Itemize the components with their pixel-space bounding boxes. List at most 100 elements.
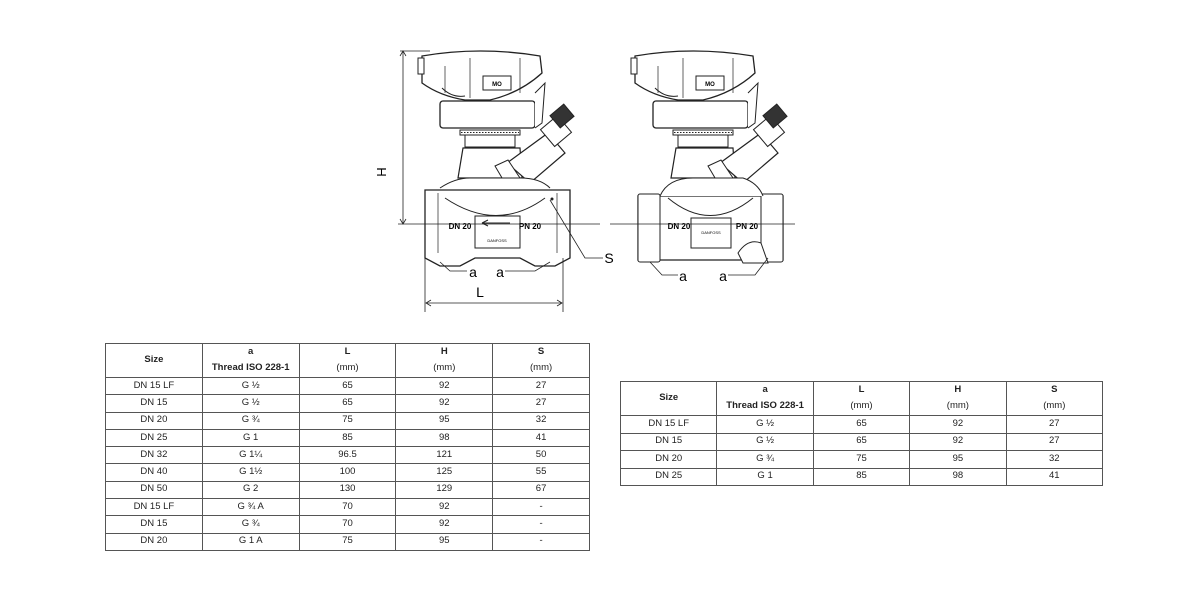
table-cell: G ¾ xyxy=(201,411,300,430)
table-cell: DN 50 xyxy=(105,480,203,500)
table-cell: 92 xyxy=(909,432,1007,451)
header-label: L xyxy=(344,346,351,358)
table-cell: G 1½ xyxy=(201,463,300,482)
table-cell: DN 32 xyxy=(105,446,203,465)
table-cell: 27 xyxy=(492,376,590,396)
table-cell: 75 xyxy=(298,532,397,551)
table-cell: 70 xyxy=(298,515,397,534)
header-label: a xyxy=(762,384,768,396)
column-header: Size xyxy=(105,343,203,378)
table-cell: G 1 A xyxy=(201,532,300,551)
dimension-lines-right xyxy=(610,223,795,276)
thread-a-label: a xyxy=(469,264,477,280)
table-cell: 85 xyxy=(812,467,911,486)
svg-text:DANFOSS: DANFOSS xyxy=(487,238,507,243)
table-cell: DN 25 xyxy=(105,428,203,448)
table-cell: 100 xyxy=(298,463,397,482)
table-cell: DN 20 xyxy=(619,450,718,469)
header-unit: (mm) xyxy=(850,400,873,411)
table-cell: DN 15 xyxy=(105,394,203,413)
table-cell: G 2 xyxy=(201,480,300,500)
table-cell: 92 xyxy=(395,515,494,534)
thread-a-label: a xyxy=(719,268,727,284)
table-cell: 95 xyxy=(395,411,494,430)
table-cell: - xyxy=(492,532,590,551)
table-cell: 27 xyxy=(1005,415,1104,434)
column-header: Size xyxy=(619,381,718,416)
thread-a-label: a xyxy=(679,268,687,284)
table-cell: DN 20 xyxy=(105,411,203,430)
header-unit: (mm) xyxy=(530,362,553,373)
table-cell: G ½ xyxy=(201,376,300,396)
header-label: S xyxy=(537,346,545,358)
dn-label: DN 20 xyxy=(449,222,472,231)
table-cell: 125 xyxy=(395,463,494,482)
table-cell: 75 xyxy=(812,450,911,469)
header-label: H xyxy=(954,384,962,396)
table-cell: 98 xyxy=(395,428,494,448)
table-cell: 121 xyxy=(395,446,494,465)
table-cell: 92 xyxy=(909,415,1007,434)
table-cell: G ½ xyxy=(716,432,814,451)
column-header: S(mm) xyxy=(1005,381,1104,416)
left-valve-view: DANFOSS DN 20 PN 20 xyxy=(417,50,575,267)
table-cell: G ½ xyxy=(716,415,814,434)
table-cell: - xyxy=(492,515,590,534)
table-cell: 95 xyxy=(395,532,494,551)
header-label: Size xyxy=(144,354,164,366)
right-valve-view: DANFOSS DN 20 PN 20 xyxy=(630,50,788,264)
table-cell: DN 15 LF xyxy=(105,376,203,396)
header-label: a xyxy=(248,346,254,358)
header-unit: Thread ISO 228-1 xyxy=(211,362,290,373)
column-header: H (mm) xyxy=(909,381,1007,416)
header-label: L xyxy=(858,384,865,396)
dim-l-label: L xyxy=(476,284,484,300)
table-cell: 50 xyxy=(492,446,590,465)
table-cell: G 1¼ xyxy=(201,446,300,465)
table-cell: 129 xyxy=(395,480,494,500)
table-cell: 27 xyxy=(492,394,590,413)
key-s-label: S xyxy=(604,250,613,266)
header-unit: (mm) xyxy=(1043,400,1066,411)
column-header: L (mm) xyxy=(812,381,911,416)
table-cell: DN 15 LF xyxy=(105,498,203,517)
svg-text:DANFOSS: DANFOSS xyxy=(701,230,721,235)
table-cell: G ½ xyxy=(201,394,300,413)
table-cell: DN 20 xyxy=(105,532,203,551)
table-cell: 85 xyxy=(298,428,397,448)
header-unit: Thread ISO 228-1 xyxy=(726,400,804,411)
pn-label: PN 20 xyxy=(519,222,542,231)
table-cell: 65 xyxy=(812,415,911,434)
table-cell: 92 xyxy=(395,394,494,413)
column-header: S (mm) xyxy=(492,343,590,378)
table-cell: - xyxy=(492,498,590,517)
header-unit: (mm) xyxy=(946,400,969,411)
table-cell: G 1 xyxy=(716,467,814,486)
table-cell: 27 xyxy=(1005,432,1104,451)
pn-label: PN 20 xyxy=(736,222,759,231)
table-cell: 55 xyxy=(492,463,590,482)
table-cell: 130 xyxy=(298,480,397,500)
table-cell: 70 xyxy=(298,498,397,517)
table-cell: G 1 xyxy=(201,428,300,448)
table-cell: 41 xyxy=(1005,467,1104,486)
table-cell: 41 xyxy=(492,428,590,448)
table-cell: 32 xyxy=(1005,450,1104,469)
